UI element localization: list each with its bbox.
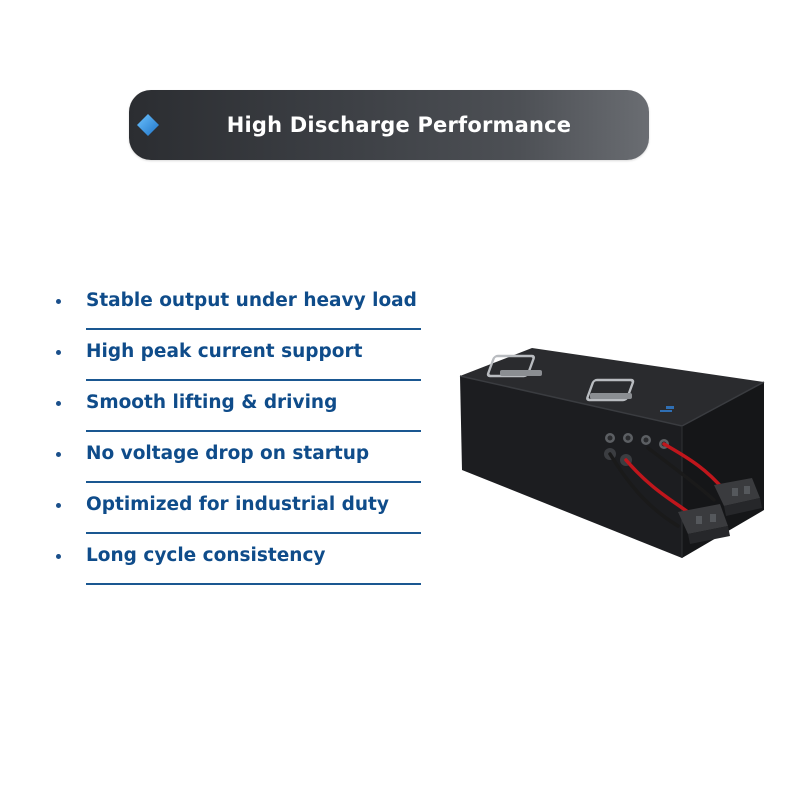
list-item: No voltage drop on startup xyxy=(0,433,430,484)
battery-pack-image xyxy=(459,348,765,558)
bullet-icon xyxy=(56,401,61,406)
feature-label: Long cycle consistency xyxy=(86,545,326,566)
divider xyxy=(86,379,421,381)
divider xyxy=(86,481,421,483)
anderson-plug-upper xyxy=(714,478,762,516)
divider xyxy=(86,430,421,432)
diamond-icon xyxy=(137,114,159,136)
bullet-icon xyxy=(56,503,61,508)
header-banner xyxy=(129,90,649,160)
bullet-icon xyxy=(56,299,61,304)
divider xyxy=(86,532,421,534)
bullet-icon xyxy=(56,350,61,355)
bullet-icon xyxy=(56,554,61,559)
feature-label: Stable output under heavy load xyxy=(86,290,417,311)
bullet-icon xyxy=(56,452,61,457)
feature-label: Optimized for industrial duty xyxy=(86,494,389,515)
list-item: Long cycle consistency xyxy=(0,535,430,586)
list-item: Smooth lifting & driving xyxy=(0,382,430,433)
divider xyxy=(86,328,421,330)
list-item: Optimized for industrial duty xyxy=(0,484,430,535)
handle-right xyxy=(586,378,635,402)
divider xyxy=(86,583,421,585)
banner-title: High Discharge Performance xyxy=(226,113,572,137)
feature-label: No voltage drop on startup xyxy=(86,443,370,464)
handle-left xyxy=(486,354,542,378)
feature-label: High peak current support xyxy=(86,341,363,362)
list-item: Stable output under heavy load xyxy=(0,280,430,331)
feature-label: Smooth lifting & driving xyxy=(86,392,338,413)
anderson-plug-lower xyxy=(678,504,730,544)
list-item: High peak current support xyxy=(0,331,430,382)
